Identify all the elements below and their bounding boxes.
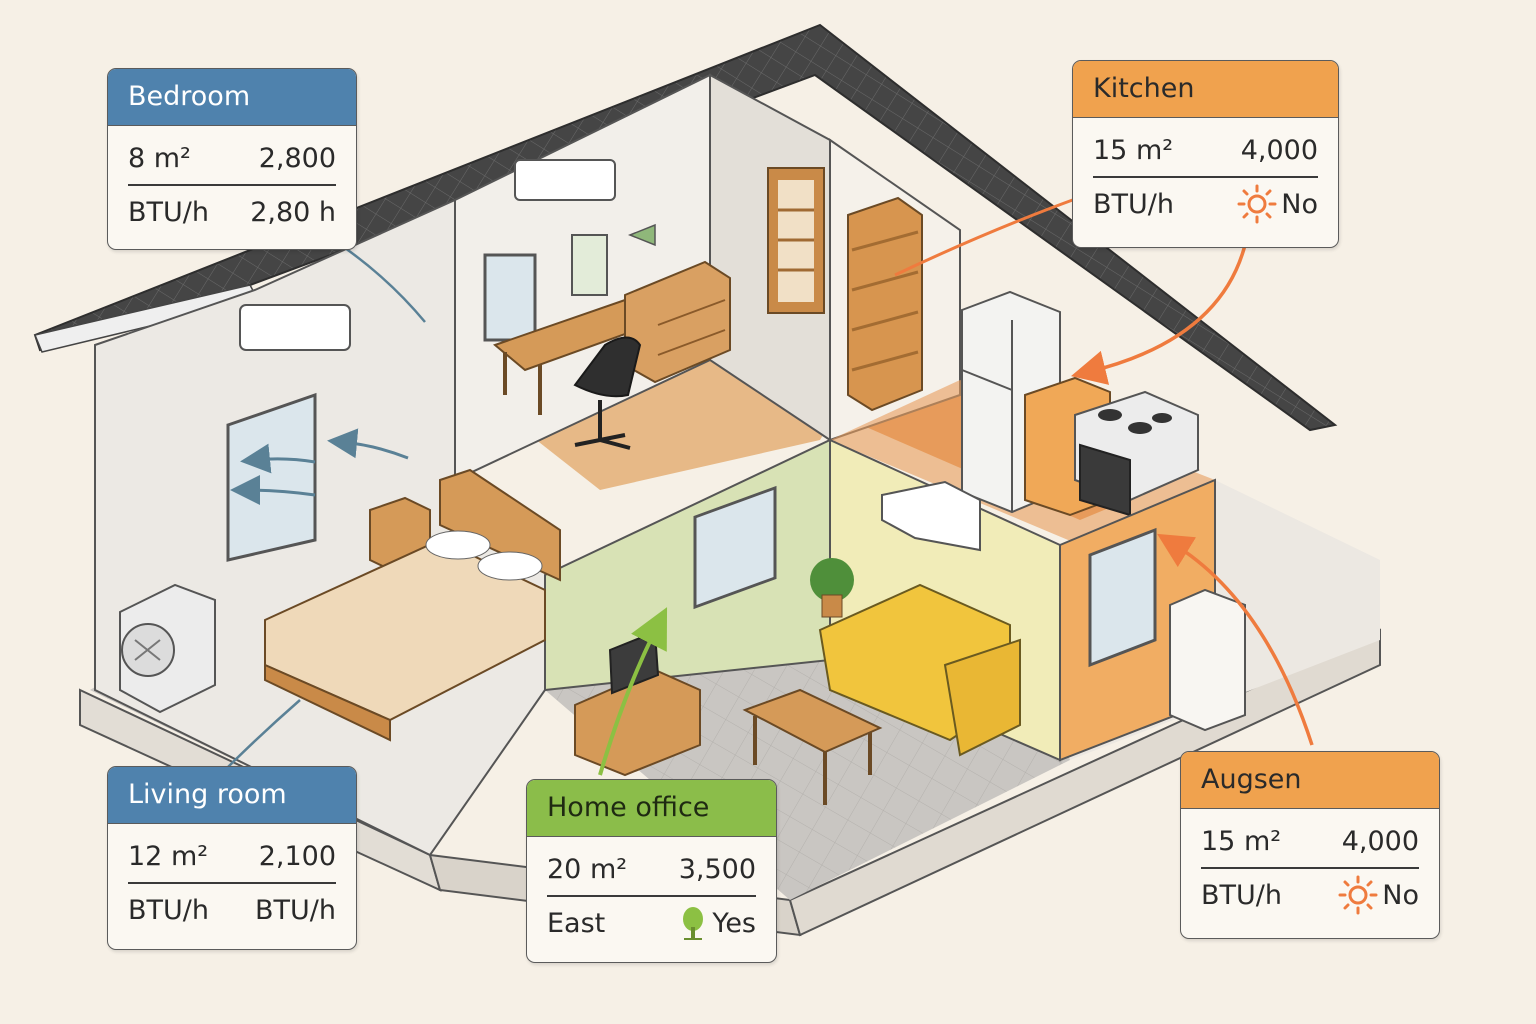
home-office-title: Home office [527, 780, 776, 837]
bedroom-furniture [119, 304, 561, 742]
augsen-area: 15 m² [1201, 825, 1282, 857]
bedroom-card: Bedroom 8 m² 2,800 BTU/h 2,80 h [107, 68, 357, 250]
augsen-card: Augsen 15 m² 4,000 BTU/h No [1180, 751, 1440, 939]
bedroom-extra: 2,80 h [250, 196, 336, 228]
home-office-area-row: 20 m² 3,500 [547, 843, 756, 897]
augsen-unit-row: BTU/h No [1201, 869, 1419, 921]
kitchen-sun-exposure: No [1281, 188, 1318, 220]
living-room-unit-left: BTU/h [128, 894, 209, 926]
sun-icon [1237, 184, 1277, 224]
augsen-title: Augsen [1181, 752, 1439, 809]
living-area [544, 438, 1246, 805]
augsen-area-row: 15 m² 4,000 [1201, 815, 1419, 869]
home-office-shade: Yes [712, 907, 756, 939]
tree-icon [683, 907, 704, 940]
kitchen-card: Kitchen 15 m² 4,000 BTU/h No [1072, 60, 1339, 248]
living-room-area: 12 m² [128, 840, 209, 872]
kitchen-area: 15 m² [1093, 134, 1174, 166]
living-room-area-row: 12 m² 2,100 [128, 830, 336, 884]
bedroom-unit: BTU/h [128, 196, 209, 228]
kitchen-title: Kitchen [1073, 61, 1338, 118]
bedroom-title: Bedroom [108, 69, 356, 126]
home-office-area: 20 m² [547, 853, 628, 885]
augsen-btu-value: 4,000 [1341, 825, 1419, 857]
augsen-unit: BTU/h [1201, 879, 1282, 911]
living-room-title: Living room [108, 767, 356, 824]
home-office-orientation-row: East Yes [547, 897, 756, 949]
kitchen-unit: BTU/h [1093, 188, 1174, 220]
study-room [483, 138, 961, 450]
living-room-card: Living room 12 m² 2,100 BTU/h BTU/h [107, 766, 357, 950]
kitchen-area-row: 15 m² 4,000 [1093, 124, 1318, 178]
bedroom-unit-row: BTU/h 2,80 h [128, 186, 336, 238]
kitchen-area [830, 290, 1215, 545]
sun-icon [1338, 875, 1378, 915]
kitchen-unit-row: BTU/h No [1093, 178, 1318, 230]
home-office-btu-value: 3,500 [678, 853, 756, 885]
home-office-card: Home office 20 m² 3,500 East Yes [526, 779, 777, 963]
kitchen-btu-value: 4,000 [1240, 134, 1318, 166]
bedroom-area-row: 8 m² 2,800 [128, 132, 336, 186]
bedroom-btu-value: 2,800 [258, 142, 336, 174]
living-room-unit-right: BTU/h [255, 894, 336, 926]
augsen-sun-exposure: No [1382, 879, 1419, 911]
leader-lines [224, 196, 1314, 776]
bedroom-area: 8 m² [128, 142, 191, 174]
home-office-orientation: East [547, 907, 606, 939]
living-room-unit-row: BTU/h BTU/h [128, 884, 336, 936]
living-room-btu-value: 2,100 [258, 840, 336, 872]
